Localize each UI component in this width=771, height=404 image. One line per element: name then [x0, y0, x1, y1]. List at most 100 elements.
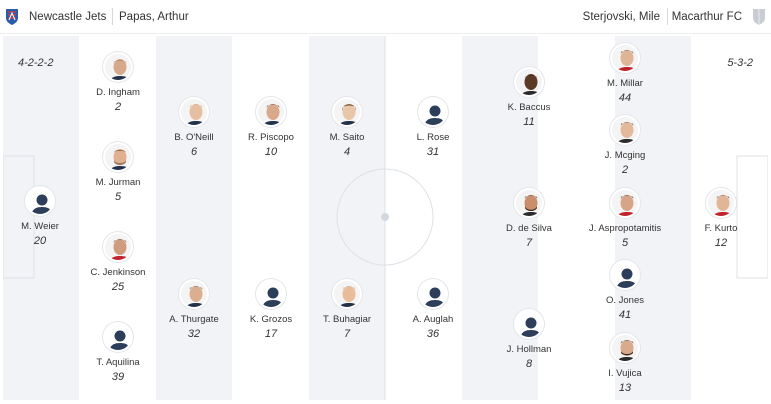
player-avatar — [610, 43, 640, 73]
player-name: M. Weier — [21, 221, 59, 232]
player-number: 11 — [523, 116, 535, 128]
player-avatar — [332, 97, 362, 127]
header-divider — [112, 8, 113, 25]
player-number: 20 — [33, 235, 47, 247]
pitch-markings — [3, 36, 768, 400]
player-photo — [612, 45, 638, 71]
player-photo — [181, 281, 207, 307]
pitch: 4-2-2-2 5-3-2 M. Weier 20 D. Ingham 2 M.… — [3, 36, 768, 400]
pitch-stripe — [385, 36, 462, 400]
player-card[interactable]: O. Jones 41 — [577, 260, 673, 321]
player-card[interactable]: I. Vujica 13 — [577, 333, 673, 394]
player-name: M. Millar — [607, 78, 643, 89]
pitch-stripe — [691, 36, 768, 400]
player-card[interactable]: M. Jurman 5 — [70, 142, 166, 203]
player-card[interactable]: T. Aquilina 39 — [70, 322, 166, 383]
silhouette-avatar-icon — [424, 287, 446, 307]
player-photo — [258, 99, 284, 125]
player-card[interactable]: M. Saito 4 — [299, 97, 395, 158]
player-number: 5 — [114, 191, 122, 203]
player-avatar — [103, 142, 133, 172]
player-avatar — [179, 97, 209, 127]
player-card[interactable]: M. Weier 20 — [3, 186, 88, 247]
player-card[interactable]: L. Rose 31 — [385, 97, 481, 158]
player-name: A. Thurgate — [169, 314, 219, 325]
player-name: L. Rose — [416, 132, 450, 143]
home-formation: 4-2-2-2 — [18, 57, 54, 69]
player-card[interactable]: R. Piscopo 10 — [223, 97, 319, 158]
home-team-name[interactable]: Newcastle Jets — [29, 11, 107, 23]
player-avatar — [610, 188, 640, 218]
player-name: R. Piscopo — [248, 132, 294, 143]
player-card[interactable]: J. Mcging 2 — [577, 115, 673, 176]
player-photo — [334, 99, 360, 125]
silhouette-avatar-icon — [262, 287, 284, 307]
player-avatar — [610, 333, 640, 363]
pitch-stripe — [232, 36, 309, 400]
player-card[interactable]: D. Ingham 2 — [70, 52, 166, 113]
player-card[interactable]: T. Buhagiar 7 — [299, 279, 395, 340]
silhouette-avatar-icon — [616, 268, 638, 288]
player-card[interactable]: J. Hollman 8 — [481, 309, 577, 370]
player-avatar — [25, 186, 55, 216]
player-number: 6 — [190, 146, 198, 158]
player-name: D. de Silva — [506, 223, 552, 234]
away-formation: 5-3-2 — [727, 57, 753, 69]
player-card[interactable]: J. Aspropotamitis 5 — [577, 188, 673, 249]
away-team-name[interactable]: Macarthur FC — [671, 11, 742, 23]
player-card[interactable]: C. Jenkinson 25 — [70, 232, 166, 293]
player-number: 13 — [618, 382, 632, 394]
player-photo — [105, 144, 131, 170]
player-name: J. Mcging — [604, 150, 646, 161]
player-avatar — [256, 97, 286, 127]
player-avatar — [610, 115, 640, 145]
silhouette-avatar-icon — [31, 194, 53, 214]
player-avatar — [418, 279, 448, 309]
player-avatar — [103, 322, 133, 352]
player-name: T. Aquilina — [96, 357, 140, 368]
player-photo — [334, 281, 360, 307]
player-card[interactable]: M. Millar 44 — [577, 43, 673, 104]
player-card[interactable]: K. Baccus 11 — [481, 67, 577, 128]
player-avatar — [332, 279, 362, 309]
player-photo — [516, 69, 542, 95]
player-name: C. Jenkinson — [90, 267, 146, 278]
player-avatar — [514, 188, 544, 218]
player-photo — [612, 117, 638, 143]
player-name: A. Auglah — [412, 314, 454, 325]
player-card[interactable]: A. Thurgate 32 — [146, 279, 242, 340]
player-photo — [516, 190, 542, 216]
pitch-stripe — [538, 36, 615, 400]
player-avatar — [256, 279, 286, 309]
player-photo — [612, 335, 638, 361]
player-avatar — [103, 232, 133, 262]
player-name: M. Saito — [329, 132, 365, 143]
player-card[interactable]: F. Kurto 12 — [673, 188, 768, 249]
player-card[interactable]: D. de Silva 7 — [481, 188, 577, 249]
silhouette-avatar-icon — [520, 317, 542, 337]
macarthur-fc-logo[interactable] — [751, 8, 767, 26]
player-card[interactable]: A. Auglah 36 — [385, 279, 481, 340]
player-card[interactable]: K. Grozos 17 — [223, 279, 319, 340]
player-avatar — [706, 188, 736, 218]
player-name: K. Baccus — [507, 102, 551, 113]
player-photo — [105, 54, 131, 80]
home-coach-name[interactable]: Papas, Arthur — [119, 11, 189, 23]
player-number: 2 — [114, 101, 122, 113]
player-number: 7 — [343, 328, 351, 340]
header-divider — [667, 8, 668, 25]
player-number: 4 — [343, 146, 351, 158]
player-card[interactable]: B. O'Neill 6 — [146, 97, 242, 158]
player-photo — [105, 234, 131, 260]
player-name: J. Hollman — [506, 344, 552, 355]
player-number: 31 — [426, 146, 440, 158]
player-name: K. Grozos — [249, 314, 293, 325]
player-name: M. Jurman — [95, 177, 141, 188]
player-number: 39 — [111, 371, 125, 383]
player-name: B. O'Neill — [174, 132, 214, 143]
away-coach-name[interactable]: Sterjovski, Mile — [582, 11, 660, 23]
player-number: 44 — [618, 92, 632, 104]
newcastle-jets-logo[interactable] — [4, 8, 20, 26]
player-photo — [612, 190, 638, 216]
player-number: 8 — [525, 358, 533, 370]
